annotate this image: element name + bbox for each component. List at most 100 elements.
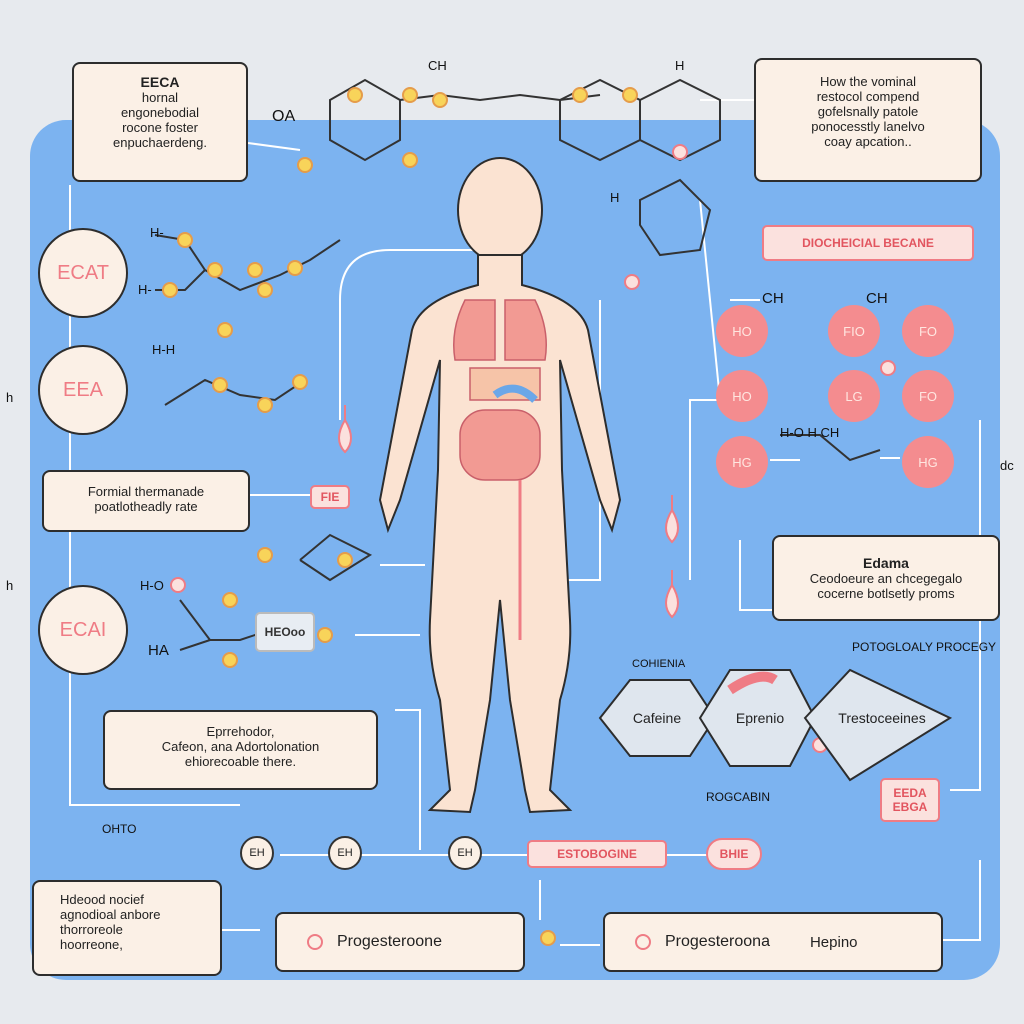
label-ch-right-2: CH xyxy=(866,290,888,307)
box-label: Hepino xyxy=(809,933,858,951)
circle-label: ECAT xyxy=(57,261,109,284)
heo-tag: HEOoo xyxy=(255,612,315,652)
pink-node-5: LG xyxy=(828,370,880,422)
hex-testosterone: Trestoceeines xyxy=(812,708,952,728)
label-ch-top: CH xyxy=(428,58,447,73)
label-h3: H-H xyxy=(152,342,176,357)
label-h2: H- xyxy=(138,282,152,297)
label-ho: H-O xyxy=(140,578,164,593)
box-line: agnodioal anbore xyxy=(60,907,161,922)
circle-label: ECAI xyxy=(59,618,107,641)
label-ha: HA xyxy=(148,642,169,659)
node-label: EH xyxy=(337,847,353,859)
box-line: restocol compend xyxy=(816,89,920,104)
pink-node-7: HG xyxy=(716,436,768,488)
label-h1: H- xyxy=(150,225,164,240)
node-eh-1: EH xyxy=(240,836,274,870)
progesterone-box-2: Progesteroona Hepino xyxy=(603,912,943,972)
label-rogcabin: ROGCABIN xyxy=(706,790,771,804)
node-eh-2: EH xyxy=(328,836,362,870)
pink-node-8: HG xyxy=(902,436,954,488)
estrogen-tag: ESTOBOGINE xyxy=(527,840,667,868)
box-label: Progesteroona xyxy=(665,933,770,950)
info-box-bottom-left: Hdeood nocief agnodioal anbore thorroreo… xyxy=(32,880,222,976)
tag-label: BHIE xyxy=(719,847,749,861)
label-h-top: H xyxy=(675,58,685,73)
pink-node-2: FIO xyxy=(828,305,880,357)
label-ohto: OHTO xyxy=(102,822,137,836)
label-ch-right-1: CH xyxy=(762,290,784,307)
label-h-right: H xyxy=(610,190,620,205)
box-title: EECA xyxy=(140,74,180,90)
label-h-side-1: h xyxy=(6,390,14,405)
box-line: hornal xyxy=(141,90,179,105)
box-line: coay apcation.. xyxy=(824,134,912,149)
box-line: ehiorecoable there. xyxy=(184,754,297,769)
node-label: LG xyxy=(845,388,863,404)
bullet-icon xyxy=(307,934,323,950)
box-line: hoorreone, xyxy=(60,937,123,952)
tag-label: EBGA xyxy=(892,800,928,814)
label-o-side: dc xyxy=(1000,458,1014,473)
box-line: gofelsnally patole xyxy=(817,104,919,119)
label-conduction: COHIENIA xyxy=(632,658,686,670)
tag-label: EEDA xyxy=(893,786,927,800)
tag-label: ESTOBOGINE xyxy=(557,847,637,861)
box-line: How the vominal xyxy=(819,74,917,89)
node-eh-3: EH xyxy=(448,836,482,870)
info-box-edama: Edama Ceodoeure an chcegegalo cocerne bo… xyxy=(772,535,1000,621)
node-label: HO xyxy=(732,323,752,339)
pink-node-4: HO xyxy=(716,370,768,422)
eea-circle: EEA xyxy=(38,345,128,435)
bullet-icon xyxy=(635,934,651,950)
progesterone-box-1: Progesteroone xyxy=(275,912,525,972)
hex-label: Trestoceeines xyxy=(838,710,926,726)
small-tag: BHIE xyxy=(706,838,762,870)
tag-label: HEOoo xyxy=(264,625,306,639)
node-label: FO xyxy=(918,323,938,339)
ecat-circle: ECAT xyxy=(38,228,128,318)
label-h-side-2: h xyxy=(6,578,14,593)
hex-caffeine: Cafeine xyxy=(602,708,712,728)
label-oa: OA xyxy=(272,108,296,125)
box-line: thorroreole xyxy=(60,922,123,937)
box-line: Cafeon, ana Adortolonation xyxy=(161,739,320,754)
box-line: cocerne botlsetly proms xyxy=(817,586,955,601)
ecai-circle: ECAI xyxy=(38,585,128,675)
circle-label: EEA xyxy=(62,378,104,401)
box-line: rocone foster xyxy=(122,120,198,135)
info-box-mid-left: Formial thermanade poatlotheadly rate xyxy=(42,470,250,532)
box-line: Eprrehodor, xyxy=(206,724,275,739)
label-potentially: POTOGLOALY PROCEGY xyxy=(852,640,997,654)
tag-label: FIE xyxy=(320,490,340,504)
info-box-lower-left: Eprrehodor, Cafeon, ana Adortolonation e… xyxy=(103,710,378,790)
fe-tag: FIE xyxy=(310,485,350,509)
box-line: enpuchaerdeng. xyxy=(113,135,207,150)
info-box-top-left: EECA hornal engonebodial rocone foster e… xyxy=(72,62,248,182)
pink-node-1: HO xyxy=(716,305,768,357)
box-line: Ceodoeure an chcegegalo xyxy=(809,571,963,586)
node-label: FIO xyxy=(843,323,865,339)
box-line: Hdeood nocief xyxy=(60,892,144,907)
label-ch-curve: H-O H CH xyxy=(780,425,840,440)
biochemical-tag: DIOCHEICIAL BECANE xyxy=(762,225,974,261)
hex-label: Cafeine xyxy=(632,710,682,726)
box-line: engonebodial xyxy=(120,105,200,120)
hex-eprenio: Eprenio xyxy=(705,708,815,728)
box-label: Progesteroone xyxy=(337,933,442,950)
node-label: HG xyxy=(918,454,938,470)
node-label: HO xyxy=(732,388,752,404)
box-line: ponocesstly lanelvo xyxy=(811,119,925,134)
box-line: Formial thermanade xyxy=(87,484,205,499)
tag-label: DIOCHEICIAL BECANE xyxy=(802,236,934,250)
node-label: HG xyxy=(732,454,752,470)
node-label: FO xyxy=(918,388,938,404)
box-title: Edama xyxy=(863,555,909,571)
info-box-top-right: How the vominal restocol compend gofelsn… xyxy=(754,58,982,182)
node-label: EH xyxy=(457,847,473,859)
box-line: poatlotheadly rate xyxy=(94,499,198,514)
hex-label: Eprenio xyxy=(735,710,785,726)
